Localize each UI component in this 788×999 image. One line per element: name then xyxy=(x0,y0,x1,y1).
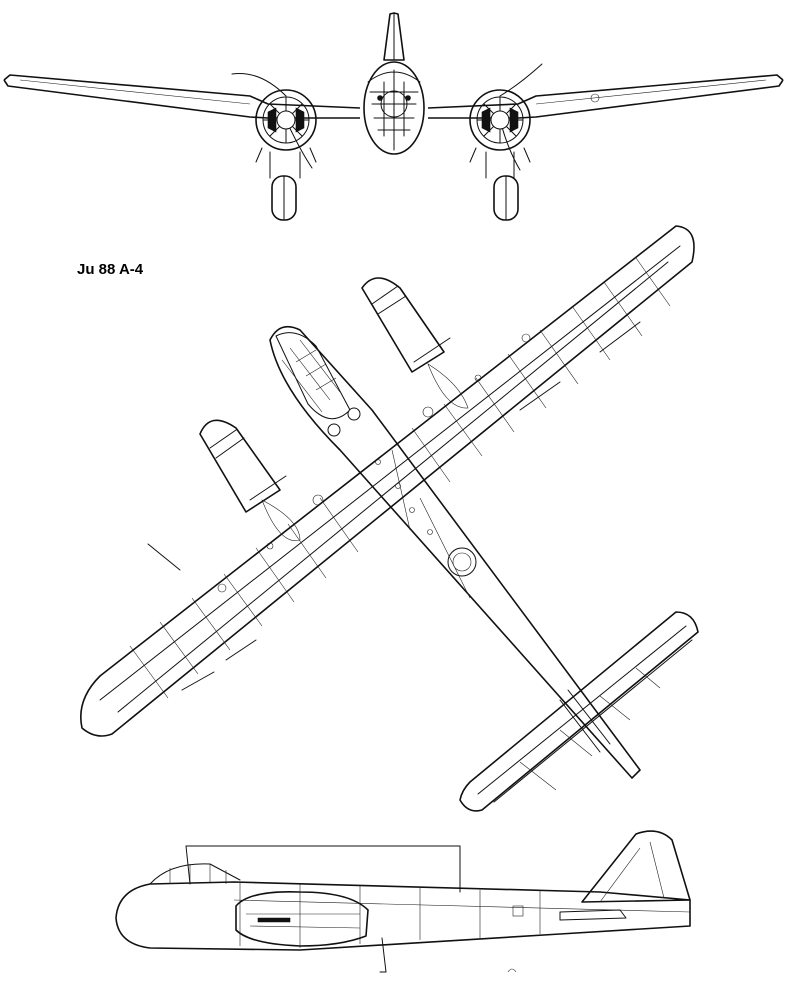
front-view-fuselage xyxy=(363,12,425,155)
plan-view xyxy=(80,225,699,812)
aircraft-designation-label: Ju 88 A-4 xyxy=(77,261,144,278)
front-view-right-engine xyxy=(469,63,543,221)
front-view xyxy=(3,12,784,221)
plan-view-left-engine xyxy=(147,419,301,571)
plan-view-tailplane xyxy=(459,611,699,812)
plan-view-fuselage xyxy=(269,325,641,779)
front-view-left-engine xyxy=(231,72,317,221)
side-view-tailwheel xyxy=(507,968,517,973)
plan-view-wing xyxy=(80,225,695,737)
side-view-fuselage xyxy=(115,845,691,951)
side-view xyxy=(115,830,691,973)
side-view-tail-fin xyxy=(559,830,691,921)
side-view-engine-nacelle xyxy=(235,890,387,973)
plan-view-right-engine xyxy=(361,277,469,409)
